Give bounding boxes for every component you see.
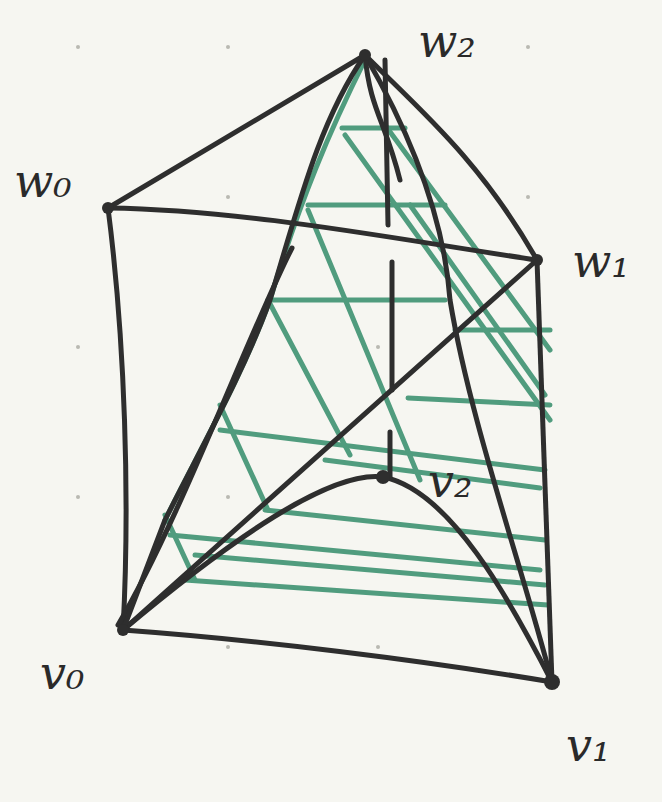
prism-edges <box>108 55 552 682</box>
vertex-label: v₀ <box>40 650 84 696</box>
vertex-label: w₁ <box>572 238 630 284</box>
vertex-label: v₁ <box>566 722 610 768</box>
vertex-dots <box>102 49 560 690</box>
vertex-label: w₀ <box>14 158 72 204</box>
vertex-label: w₂ <box>418 18 476 64</box>
vertex-label: v₂ <box>428 458 472 504</box>
grid-dots <box>76 45 530 649</box>
